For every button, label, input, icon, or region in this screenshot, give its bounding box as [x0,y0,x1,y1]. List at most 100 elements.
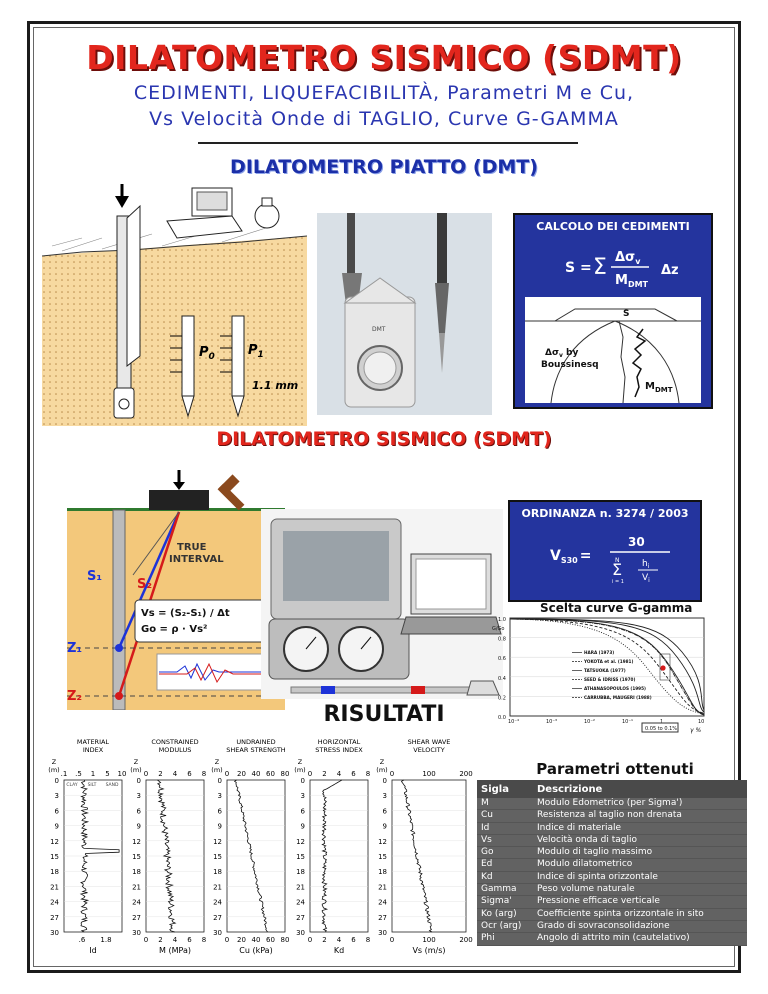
svg-text:Σ: Σ [593,255,607,280]
profile-tick-bottom: 2 [322,936,326,944]
svg-text:Z₂: Z₂ [67,689,82,704]
subtitle-line-1: CEDIMENTI, LIQUEFACIBILITÀ, Parametri M … [133,82,635,104]
depth-tick: 24 [213,899,222,907]
depth-unit: (m) [294,766,305,774]
profile-tick-top: 4 [173,770,178,778]
depth-tick: 18 [132,868,141,876]
soil-class-label: SAND [106,782,119,788]
profile-tick-top: 20 [237,770,246,778]
params-sigla: Vs [477,834,533,848]
vs30-title: ORDINANZA n. 3274 / 2003 [521,507,689,520]
depth-tick: 6 [383,807,388,815]
svg-text:TRUE: TRUE [177,542,207,553]
depth-tick: 27 [378,914,387,922]
profile-tick-top: 60 [266,770,275,778]
g-gamma-ytick: 0.8 [498,637,506,643]
svg-text:P0: P0 [199,345,215,362]
profile-tick-top: 200 [459,770,472,778]
svg-text:G/Go: G/Go [492,626,505,632]
blade-p0 [181,315,195,418]
profile-title: SHEAR WAVE [408,738,451,746]
params-sigla: Gamma [477,883,533,897]
params-descrizione: Indice di materiale [533,822,747,835]
params-descrizione: Velocità onda di taglio [533,834,747,848]
depth-label: Z [134,758,139,766]
profile-tick-bottom: 6 [351,936,356,944]
depth-tick: 21 [378,883,387,891]
depth-label: Z [215,758,220,766]
depth-tick: 15 [378,853,387,861]
profile-tick-top: 100 [422,770,435,778]
params-row: Ko (arg)Coefficiente spinta orizzontale … [477,908,747,921]
depth-tick: 27 [296,914,305,922]
depth-tick: 9 [218,823,222,831]
svg-text:i = 1: i = 1 [612,579,624,585]
svg-text:Δσv: Δσv [615,250,641,266]
depth-tick: 9 [137,823,141,831]
profile-tick-top: 0 [308,770,312,778]
params-sigla: Ko (arg) [477,908,533,921]
depth-tick: 3 [137,792,141,800]
soil-class-label: CLAY [66,782,77,788]
section-risultati-title: RISULTATI [323,702,445,727]
depth-label: Z [298,758,303,766]
svg-text:30: 30 [628,535,645,549]
profile-tick-top: 0 [225,770,229,778]
section-sdmt-title: DILATOMETRO SISMICO (SDMT) [216,428,552,450]
g-gamma-legend-entry: ATHANASOPOULOS (1995) [584,686,646,691]
depth-tick: 0 [301,777,305,785]
depth-tick: 21 [132,883,141,891]
params-sigla: Go [477,846,533,860]
depth-tick: 12 [132,838,141,846]
section-dmt-title: DILATOMETRO PIATTO (DMT) [230,156,538,178]
profile-xlabel: Vs (m/s) [412,946,445,955]
profile-tick-bottom: 0 [144,936,148,944]
profile-title: HORIZONTAL [318,738,361,746]
g-gamma-xtick: 10⁻³ [546,719,557,725]
params-descrizione: Coefficiente spinta orizzontale in sito [533,908,747,921]
svg-text:Vs = (S₂-S₁) / Δt: Vs = (S₂-S₁) / Δt [141,608,230,619]
g-gamma-xtick: 10⁻² [584,719,595,725]
svg-text:DMT: DMT [372,326,386,333]
depth-unit: (m) [376,766,387,774]
hammer-icon [217,474,245,511]
depth-tick: 0 [55,777,59,785]
depth-tick: 18 [50,868,59,876]
depth-tick: 3 [383,792,387,800]
depth-tick: 9 [55,823,59,831]
profile-tick-bottom: 20 [237,936,246,944]
profile-tick-bottom: 2 [158,936,162,944]
depth-tick: 3 [301,792,305,800]
profile-title: UNDRAINED [236,738,275,746]
svg-text:Z₁: Z₁ [67,641,82,656]
params-descrizione: Modulo Edometrico (per Sigma') [533,798,747,811]
depth-tick: 9 [383,823,387,831]
dmt-profiles-chart: Z(m)036912151821242730Z(m)03691215182124… [48,738,472,955]
depth-tick: 21 [213,883,222,891]
depth-tick: 24 [50,899,59,907]
depth-tick: 27 [132,914,141,922]
svg-text:hi: hi [642,559,650,570]
depth-tick: 12 [296,838,305,846]
divider-rule [198,142,578,144]
params-header-descrizione: Descrizione [533,780,747,798]
g-gamma-legend-entry: HARA (1973) [584,650,614,655]
depth-tick: 15 [213,853,222,861]
profile-tick-bottom: 4 [337,936,342,944]
depth-tick: 30 [132,929,141,937]
depth-label: Z [52,758,57,766]
depth-unit: (m) [130,766,141,774]
params-descrizione: Modulo dilatometrico [533,858,747,872]
svg-text:S₁: S₁ [87,569,102,584]
params-sigla: Kd [477,871,533,885]
params-descrizione: Modulo di taglio massimo [533,846,747,860]
depth-tick: 18 [213,868,222,876]
svg-text:S =: S = [565,260,592,276]
sdmt-sketch: TRUE INTERVAL S₁ S₂ Z₁ Z₂ Vs = (S₂-S₁) /… [67,470,285,710]
profile-tick-top: 6 [187,770,192,778]
params-header-sigla: Sigla [477,780,533,798]
